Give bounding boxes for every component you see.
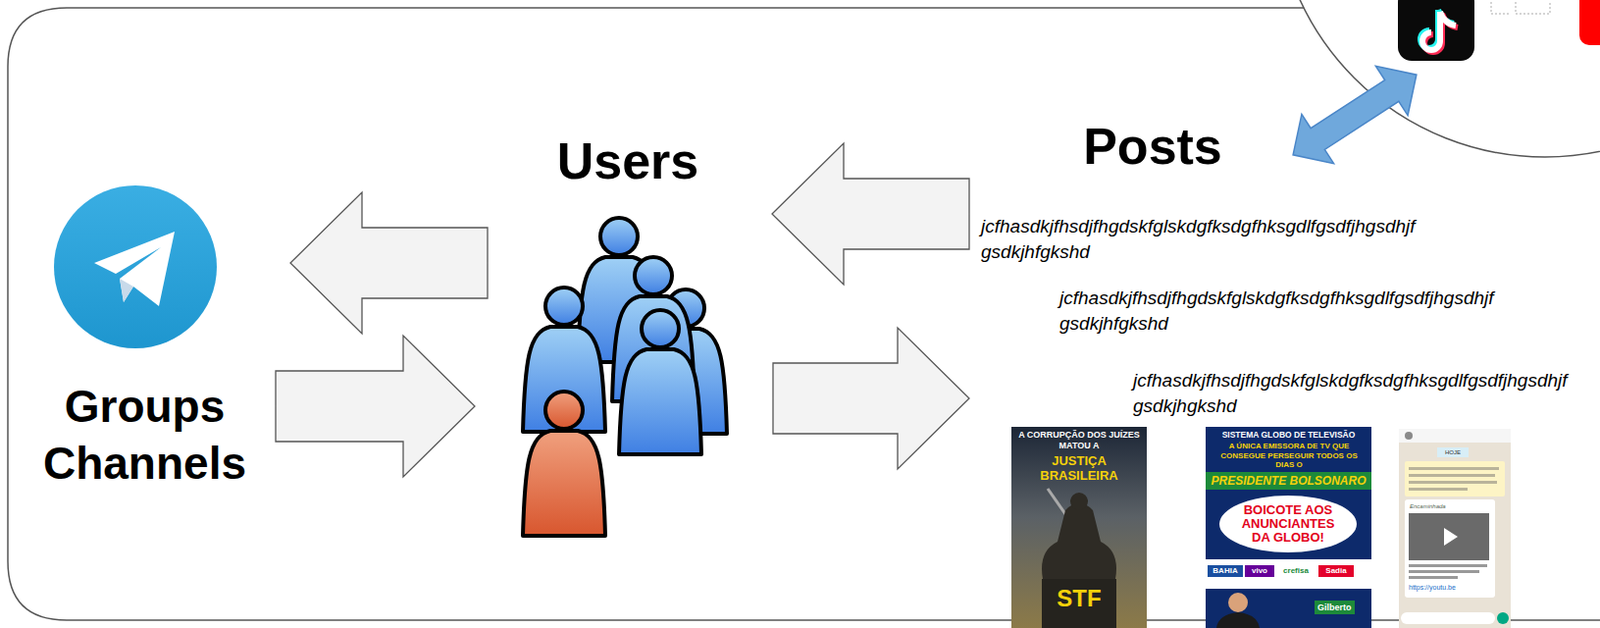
chat-screenshot bbox=[1398, 428, 1511, 628]
node-heading: Users bbox=[557, 131, 700, 191]
chat-screenshot bbox=[1408, 575, 1458, 579]
poster-image bbox=[1216, 612, 1260, 628]
poster-text: A CORRUPÇÃO DOS JUÍZES MATOU A bbox=[1013, 429, 1145, 452]
poster-text: A ÚNICA EMISSORA DE TV QUE CONSEGUE PERS… bbox=[1210, 441, 1368, 470]
telegram-logo bbox=[53, 185, 217, 349]
chat-screenshot bbox=[1408, 569, 1480, 573]
chat-text: HOJE bbox=[1437, 447, 1469, 458]
chat-screenshot bbox=[1404, 461, 1505, 497]
double-arrow bbox=[1277, 50, 1433, 180]
poster-image bbox=[1228, 592, 1248, 613]
people-icon bbox=[522, 391, 606, 536]
chat-screenshot bbox=[1408, 487, 1468, 491]
platform-circle bbox=[1579, 0, 1600, 46]
poster-title: JUSTIÇA BRASILEIRA bbox=[1013, 453, 1145, 483]
poster-image bbox=[1011, 426, 1147, 628]
poster-image bbox=[1205, 426, 1372, 628]
chat-screenshot bbox=[1496, 612, 1509, 624]
poster-title: STF bbox=[1044, 584, 1114, 613]
channel-group: Groups Channels bbox=[24, 176, 265, 496]
post-text: jcfhasdkjfhsdjfhgdskfglskdgfksdgfhksgdlf… bbox=[1133, 367, 1585, 419]
chat-screenshot bbox=[1408, 473, 1496, 477]
people-icon bbox=[522, 217, 727, 536]
chat-screenshot bbox=[1398, 428, 1511, 443]
logo-text: BAHIA bbox=[1207, 565, 1243, 577]
chat-screenshot bbox=[1408, 564, 1488, 568]
poster-image bbox=[1205, 559, 1372, 589]
node-heading: Groups Channels bbox=[28, 377, 261, 492]
telegram-logo bbox=[119, 278, 134, 303]
block-arrow bbox=[290, 192, 488, 334]
chat-screenshot bbox=[1404, 499, 1496, 598]
chat-screenshot bbox=[1408, 466, 1499, 470]
telegram-logo bbox=[94, 231, 175, 307]
chat-screenshot bbox=[1398, 428, 1511, 628]
poster-image bbox=[1205, 426, 1372, 628]
poster-text: Gilberto bbox=[1314, 600, 1355, 615]
post-text: jcfhasdkjfhsdjfhgdskfglskdgfksdgfhksgdlf… bbox=[980, 213, 1443, 265]
node-heading: Posts bbox=[1054, 116, 1251, 176]
chat-screenshot bbox=[1404, 431, 1413, 440]
platform-circle bbox=[1491, 1, 1550, 14]
block-arrow bbox=[275, 335, 475, 477]
poster-image bbox=[1070, 492, 1088, 511]
chat-link: https://youtu.be bbox=[1408, 582, 1494, 593]
chat-screenshot bbox=[1408, 513, 1490, 561]
telegram-logo bbox=[53, 185, 217, 349]
poster-image bbox=[1011, 426, 1147, 628]
logo-text: vivo bbox=[1244, 565, 1275, 577]
user-group: Users bbox=[490, 115, 766, 548]
platform-circle bbox=[1440, 11, 1456, 26]
posts-group: Posts jcfhasdkjfhsdjfhgdskfglskdgfksdgfhk… bbox=[973, 103, 1592, 427]
poster-image bbox=[1041, 578, 1117, 628]
platform-circle bbox=[1422, 11, 1441, 51]
chat-screenshot bbox=[1400, 612, 1496, 624]
double-arrow bbox=[1277, 50, 1433, 180]
poster-title: PRESIDENTE BOLSONARO bbox=[1205, 471, 1372, 490]
poster-image bbox=[1041, 503, 1117, 580]
poster-text: SISTEMA GLOBO DE TELEVISÃO bbox=[1207, 429, 1370, 441]
people-icon bbox=[619, 309, 702, 455]
block-arrow bbox=[772, 143, 970, 285]
platform-circle bbox=[1397, 0, 1475, 61]
chat-screenshot bbox=[1408, 480, 1497, 484]
logo-text: crefisa bbox=[1276, 565, 1316, 577]
block-arrow bbox=[773, 327, 970, 469]
logo-text: Sadia bbox=[1318, 565, 1354, 577]
chat-screenshot bbox=[1444, 527, 1458, 546]
poster-title: BOICOTE AOS ANUNCIANTES DA GLOBO! bbox=[1219, 495, 1357, 553]
post-text: jcfhasdkjfhsdjfhgdskfglskdgfksdgfhksgdlf… bbox=[1059, 285, 1521, 337]
chat-text: Encaminhada bbox=[1409, 502, 1446, 512]
